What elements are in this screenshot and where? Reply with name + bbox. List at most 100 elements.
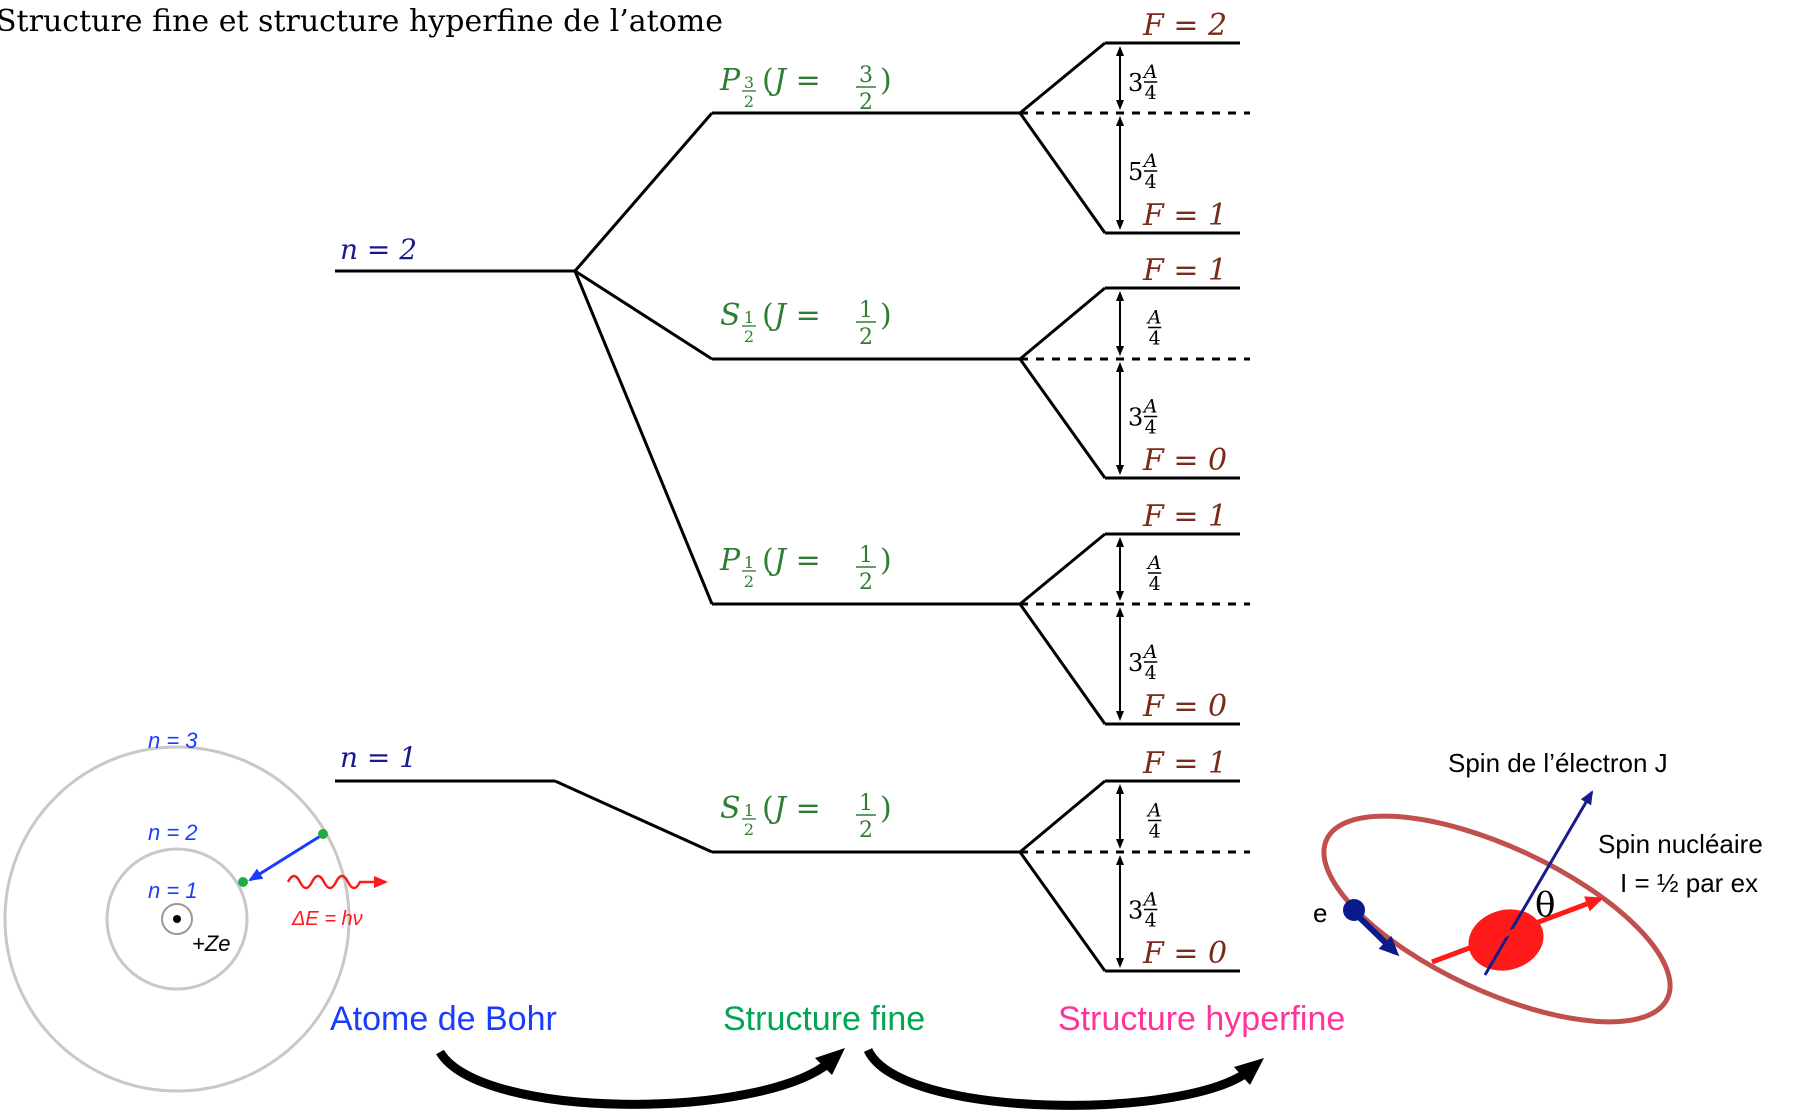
f-upper-label: F = 2 bbox=[1142, 8, 1227, 43]
gap-fraction-den: 4 bbox=[1145, 662, 1157, 684]
bohr-n2-label: n = 2 bbox=[148, 820, 198, 845]
gap-coef: 3 bbox=[1128, 897, 1143, 925]
j-den: 2 bbox=[859, 570, 873, 595]
j-label: J = bbox=[768, 298, 821, 333]
electron-label: e bbox=[1313, 898, 1327, 928]
fine-splitting-lines bbox=[554, 112, 714, 854]
photon-wave bbox=[286, 874, 388, 890]
gap-fraction: A4 bbox=[1146, 307, 1162, 350]
orbit-n3 bbox=[3, 745, 351, 1093]
j-den: 2 bbox=[859, 90, 873, 115]
paren-close: ) bbox=[880, 63, 892, 98]
electron-dot-n2 bbox=[238, 877, 248, 887]
gap-fraction: A4 bbox=[1142, 61, 1158, 104]
electron-ball bbox=[1343, 899, 1365, 921]
photon-energy-label: ΔE = hν bbox=[291, 908, 363, 930]
gap-coef: 5 bbox=[1128, 158, 1143, 186]
j-label: J = bbox=[768, 791, 821, 826]
curved-arrow-fine-to-hyperfine bbox=[863, 1047, 1253, 1110]
j-label: J = bbox=[768, 63, 821, 98]
gap-fraction-den: 4 bbox=[1149, 328, 1161, 350]
theta-label: θ bbox=[1535, 885, 1555, 925]
caption-bohr: Atome de Bohr bbox=[330, 1000, 557, 1038]
bohr-n1-label: n = 1 bbox=[148, 878, 198, 903]
term-sub-num: 3 bbox=[744, 73, 754, 92]
term-sub-den: 2 bbox=[744, 820, 754, 839]
gap-fraction-num: A bbox=[1146, 552, 1162, 574]
j-num: 3 bbox=[859, 63, 873, 88]
electron-orbit-ellipse bbox=[1321, 813, 1673, 1025]
paren-open: ( bbox=[762, 543, 774, 578]
gap-fraction-den: 4 bbox=[1145, 171, 1157, 193]
f-lower-label: F = 0 bbox=[1142, 443, 1227, 478]
gap-fraction-den: 4 bbox=[1145, 910, 1157, 932]
nuclear-spin-value-label: I = ½ par ex bbox=[1620, 868, 1758, 898]
f-lower-label: F = 0 bbox=[1142, 936, 1227, 971]
n2-label: n = 2 bbox=[340, 233, 417, 266]
paren-close: ) bbox=[880, 791, 892, 826]
nuclear-spin-arrow bbox=[1431, 896, 1604, 965]
gap-fraction-num: A bbox=[1142, 61, 1158, 83]
paren-close: ) bbox=[880, 298, 892, 333]
caption-fine: Structure fine bbox=[723, 1000, 925, 1038]
j-den: 2 bbox=[859, 325, 873, 350]
gap-coef: 3 bbox=[1128, 69, 1143, 97]
paren-close: ) bbox=[880, 543, 892, 578]
gap-fraction-den: 4 bbox=[1145, 417, 1157, 439]
electron-motion-arrow bbox=[1357, 915, 1400, 957]
n2-level: n = 2 bbox=[335, 233, 575, 273]
gap-fraction-den: 4 bbox=[1145, 82, 1157, 104]
page-title: Structure fine et structure hyperfine de… bbox=[0, 4, 723, 39]
n1-level: n = 1 bbox=[335, 741, 555, 783]
electron-spin-label: Spin de l’électron J bbox=[1448, 748, 1668, 778]
j-den: 2 bbox=[859, 818, 873, 843]
term-sub-den: 2 bbox=[744, 92, 754, 111]
gap-fraction: A4 bbox=[1142, 396, 1158, 439]
paren-open: ( bbox=[762, 791, 774, 826]
gap-coef: 3 bbox=[1128, 404, 1143, 432]
f-upper-label: F = 1 bbox=[1142, 499, 1227, 534]
electron-spin-arrow bbox=[1483, 790, 1594, 976]
gap-fraction: A4 bbox=[1146, 800, 1162, 843]
term-sub-num: 1 bbox=[744, 801, 754, 820]
gap-fraction: A4 bbox=[1142, 889, 1158, 932]
term-sub-num: 1 bbox=[744, 308, 754, 327]
term-sub-den: 2 bbox=[744, 327, 754, 346]
gap-fraction: A4 bbox=[1146, 552, 1162, 595]
nucleus-label: +Ze bbox=[192, 931, 231, 956]
paren-open: ( bbox=[762, 63, 774, 98]
gap-fraction-num: A bbox=[1142, 641, 1158, 663]
term-symbol: P bbox=[719, 63, 741, 98]
gap-fraction-den: 4 bbox=[1149, 573, 1161, 595]
f-lower-label: F = 1 bbox=[1142, 198, 1227, 233]
j-label: J = bbox=[768, 543, 821, 578]
term-sub-num: 1 bbox=[744, 553, 754, 572]
j-num: 1 bbox=[859, 298, 873, 323]
gap-fraction-num: A bbox=[1146, 800, 1162, 822]
transition-arrow bbox=[248, 833, 323, 882]
term-symbol: P bbox=[719, 543, 741, 578]
gap-fraction-num: A bbox=[1142, 150, 1158, 172]
term-symbol: S bbox=[720, 791, 741, 826]
gap-coef: 3 bbox=[1128, 649, 1143, 677]
f-upper-label: F = 1 bbox=[1142, 253, 1227, 288]
nuclear-spin-label: Spin nucléaire bbox=[1598, 829, 1763, 859]
spin-illustration: e θ Spin de l’électron J Spin nucléaire … bbox=[1313, 748, 1763, 1025]
gap-fraction-num: A bbox=[1142, 396, 1158, 418]
paren-open: ( bbox=[762, 298, 774, 333]
caption-hyperfine: Structure hyperfine bbox=[1058, 1000, 1345, 1038]
term-sub-den: 2 bbox=[744, 572, 754, 591]
fine-level-lines bbox=[712, 111, 1020, 854]
f-lower-label: F = 0 bbox=[1142, 689, 1227, 724]
term-symbol: S bbox=[720, 298, 741, 333]
bohr-n3-label: n = 3 bbox=[148, 728, 198, 753]
